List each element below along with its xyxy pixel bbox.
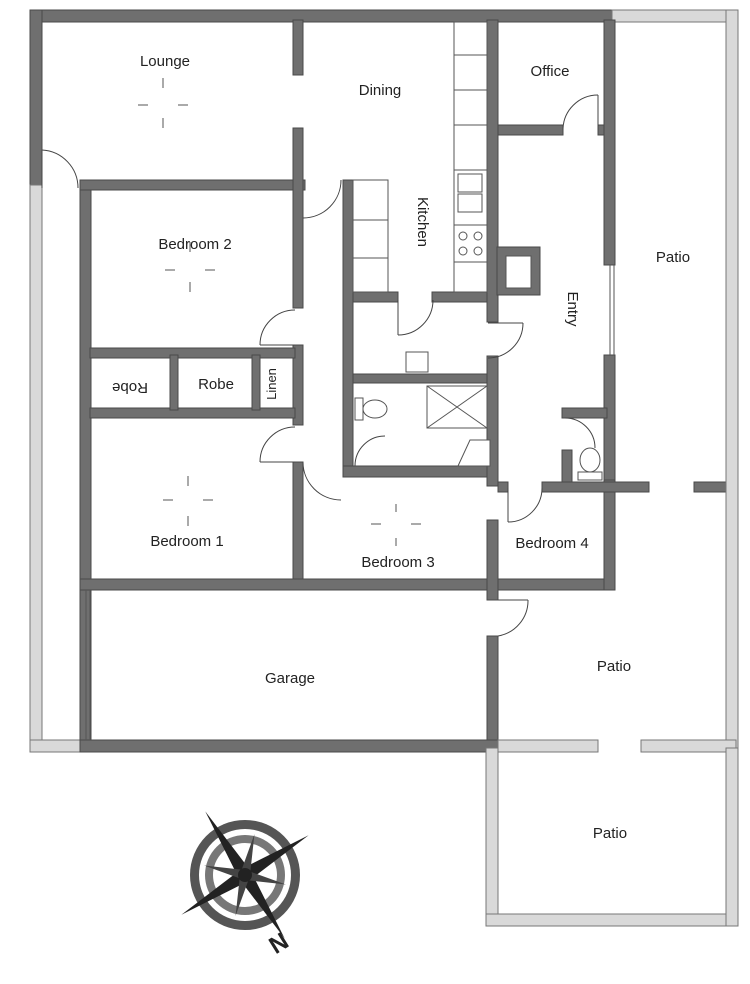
label-lounge: Lounge xyxy=(140,53,190,70)
door-laundry xyxy=(397,299,434,336)
wall-lounge-dining-b xyxy=(292,127,304,309)
toilet-main xyxy=(354,397,388,421)
wall-ensuite-top xyxy=(561,407,608,419)
wall-bedroom2-top xyxy=(79,179,306,191)
door-bedroom1 xyxy=(259,426,296,463)
label-dining: Dining xyxy=(359,82,402,99)
wall-left-lower xyxy=(29,184,43,751)
door-bedroom3 xyxy=(302,461,342,501)
wall-east-b xyxy=(603,354,616,486)
wall-entry-left-a xyxy=(486,19,499,323)
wall-patio-right xyxy=(725,9,739,751)
label-robe-left: Robe xyxy=(112,379,148,396)
label-patio-bottom: Patio xyxy=(593,825,627,842)
wall-garage-top xyxy=(79,578,611,591)
door-bathroom xyxy=(354,435,386,467)
wall-bed4-top-a xyxy=(497,481,509,493)
wall-patio-bottom-a xyxy=(497,739,599,753)
wall-left-upper xyxy=(29,9,43,189)
kitchen-bench xyxy=(453,21,488,293)
door-kitchen-hall xyxy=(302,179,342,219)
wall-robe-top xyxy=(89,347,296,359)
label-kitchen: Kitchen xyxy=(414,197,431,247)
ceiling-fans xyxy=(138,78,421,546)
wall-garage-bottom xyxy=(79,739,499,753)
wall-lounge-dining-a xyxy=(292,19,304,76)
wall-patio3-right xyxy=(725,747,739,927)
wall-patio-stub xyxy=(693,481,730,493)
door-lounge-outside xyxy=(41,149,79,189)
wall-robe-bottom xyxy=(89,407,296,419)
walls xyxy=(29,9,739,927)
label-bedroom-4: Bedroom 4 xyxy=(515,535,588,552)
wall-hall-right xyxy=(342,179,354,471)
wall-east-a xyxy=(603,19,616,266)
label-bedroom-1: Bedroom 1 xyxy=(150,533,223,550)
wall-hall-b xyxy=(292,461,304,583)
label-bedroom-2: Bedroom 2 xyxy=(158,236,231,253)
compass-north-label: N xyxy=(265,928,294,960)
label-entry: Entry xyxy=(564,291,581,327)
cooktop xyxy=(458,231,483,256)
label-linen: Linen xyxy=(264,368,279,400)
door-ensuite xyxy=(564,417,596,449)
wall-east-c xyxy=(603,479,616,591)
wall-office-bottom xyxy=(497,124,564,136)
wall-entry-left-d xyxy=(486,635,499,747)
toilet-ensuite xyxy=(577,447,603,481)
vanity xyxy=(457,439,491,467)
wall-bath-top xyxy=(352,373,489,384)
door-bedroom4 xyxy=(507,487,543,523)
wall-robe-div-2 xyxy=(251,354,261,411)
compass-rose xyxy=(181,811,309,939)
wall-patio-top xyxy=(611,9,738,23)
label-office: Office xyxy=(531,63,570,80)
label-patio-east: Patio xyxy=(656,249,690,266)
label-patio-south: Patio xyxy=(597,658,631,675)
wall-bottom-left xyxy=(29,739,83,753)
island-bench xyxy=(352,179,389,293)
wall-patio3-bottom xyxy=(485,913,739,927)
door-garage-patio xyxy=(497,599,529,637)
wall-ensuite-left xyxy=(561,449,573,485)
wall-entry-left-c xyxy=(486,519,499,601)
wall-kitchen-bottom-a xyxy=(352,291,399,303)
label-bedroom-3: Bedroom 3 xyxy=(361,554,434,571)
door-bedroom2 xyxy=(259,309,296,346)
wall-bed4-top-b xyxy=(541,481,650,493)
door-entry-laundry xyxy=(487,322,524,359)
door-office xyxy=(562,94,599,131)
wall-top xyxy=(29,9,616,23)
wall-robe-div-1 xyxy=(169,354,179,411)
wall-kitchen-bottom-b xyxy=(431,291,493,303)
kitchen-sink xyxy=(457,173,483,193)
wall-patio3-left xyxy=(485,747,499,927)
doors xyxy=(41,94,599,637)
fixtures xyxy=(138,21,603,546)
wall-hall-a xyxy=(292,344,304,426)
wall-bath-bottom xyxy=(342,465,491,478)
label-robe-right: Robe xyxy=(198,376,234,393)
label-garage: Garage xyxy=(265,670,315,687)
laundry-tub xyxy=(405,351,429,373)
wall-patio-bottom-b xyxy=(640,739,737,753)
